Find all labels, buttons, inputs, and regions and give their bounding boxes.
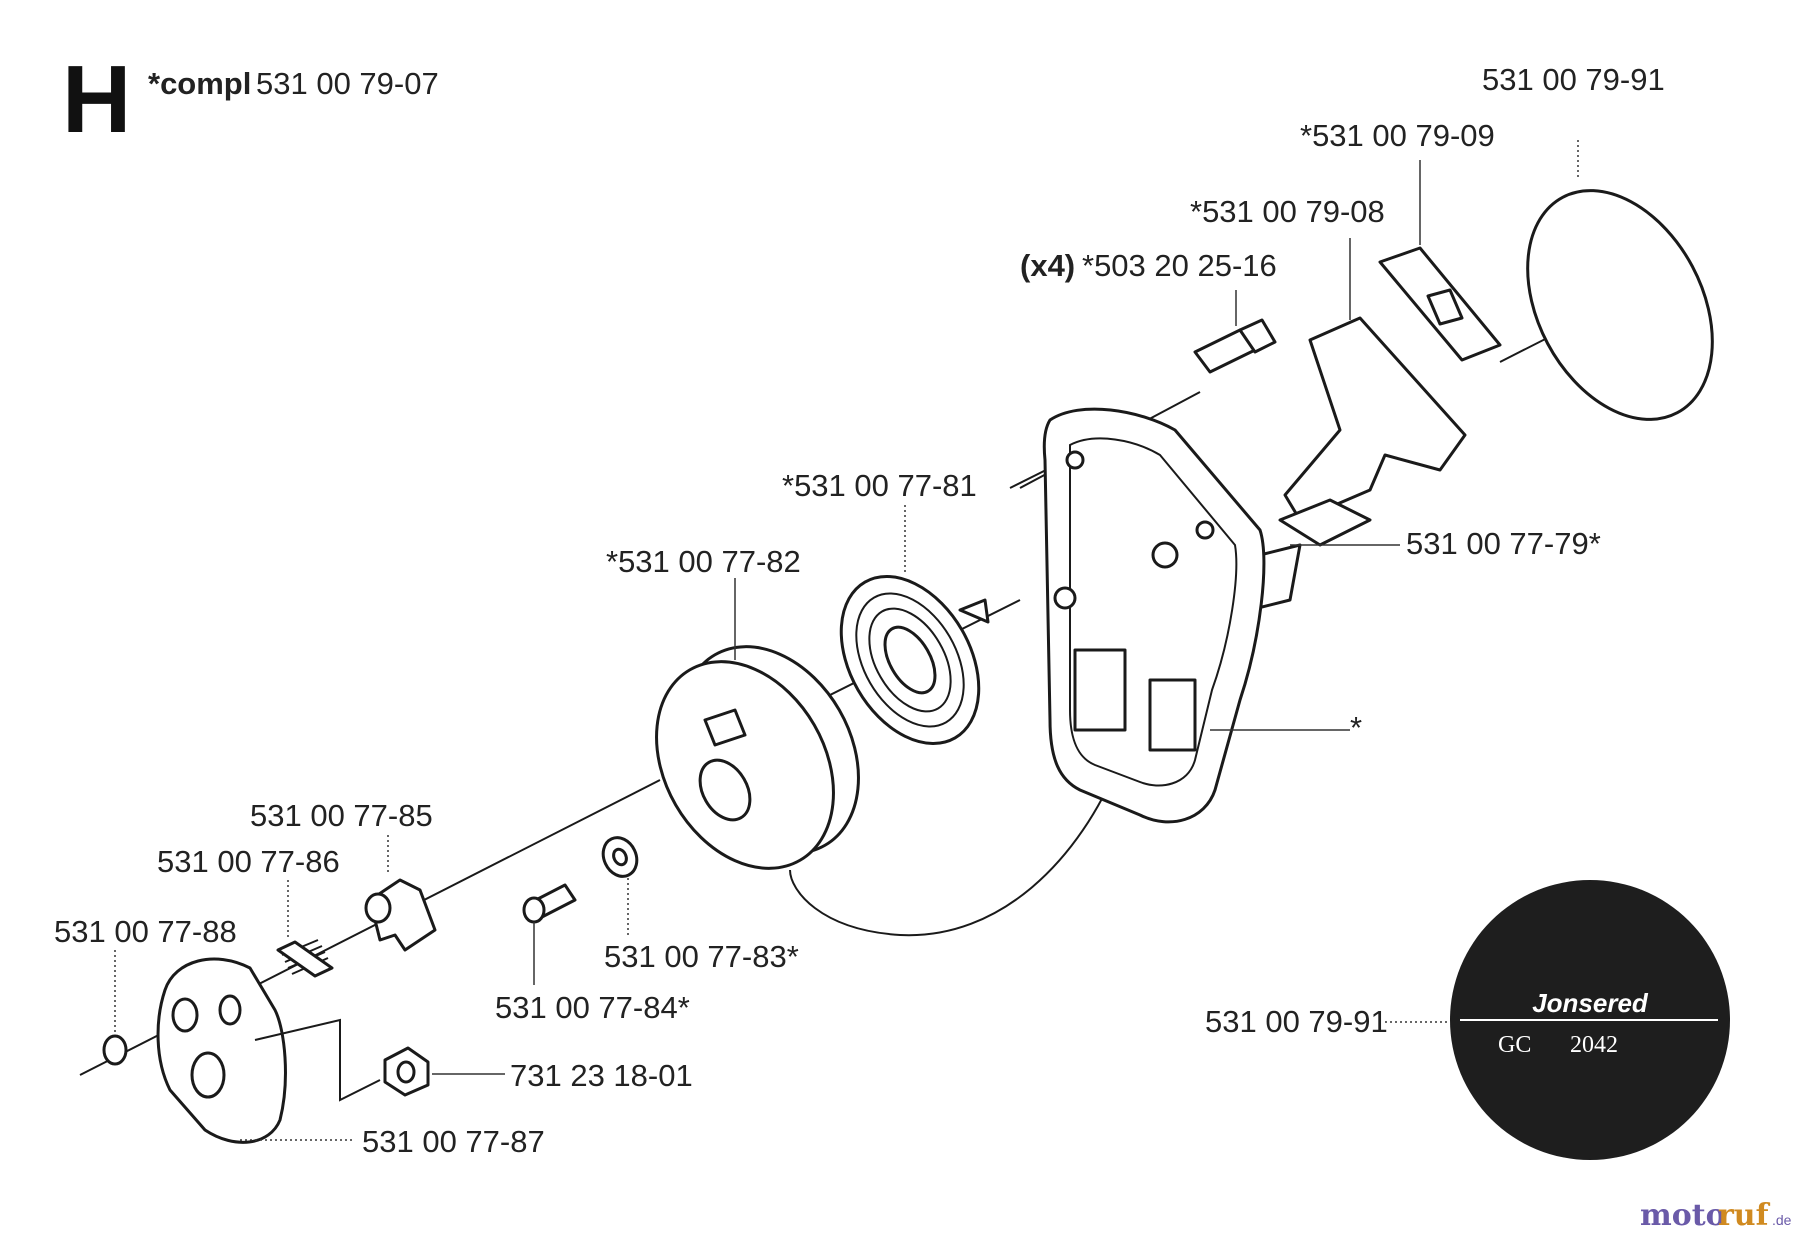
watermark-part1: moto bbox=[1640, 1198, 1726, 1233]
label-spring: *531 00 77-81 bbox=[782, 468, 977, 503]
motoruf-watermark: moto ruf .de bbox=[1640, 1198, 1792, 1233]
decal-model-prefix: GC bbox=[1498, 1032, 1531, 1058]
label-pulley: *531 00 77-82 bbox=[606, 544, 801, 579]
watermark-suffix: .de bbox=[1772, 1212, 1792, 1228]
decal-model-number: 2042 bbox=[1570, 1032, 1618, 1058]
pawl-part bbox=[364, 835, 437, 952]
section-letter: H bbox=[62, 46, 131, 153]
label-flange: 531 00 77-87 bbox=[362, 1124, 545, 1159]
pulley-part bbox=[655, 578, 860, 870]
label-rope: 531 00 77-79* bbox=[1406, 526, 1601, 561]
label-screw: *503 20 25-16 bbox=[1082, 248, 1277, 283]
handle-insert-part bbox=[1378, 160, 1502, 362]
starter-housing-part bbox=[1042, 407, 1350, 824]
flange-part bbox=[156, 957, 381, 1144]
housing-screw-part bbox=[1193, 290, 1277, 374]
pawl-spring-part bbox=[276, 880, 334, 978]
label-small-washer: 531 00 77-88 bbox=[54, 914, 237, 949]
label-center-screw: 531 00 77-84* bbox=[495, 990, 690, 1025]
label-pawl-spring: 531 00 77-86 bbox=[157, 844, 340, 879]
label-screw-qty: (x4) bbox=[1020, 248, 1075, 283]
label-handle-insert: *531 00 79-09 bbox=[1300, 118, 1495, 153]
label-washer: 531 00 77-83* bbox=[604, 939, 799, 974]
cover-ring-part bbox=[1526, 140, 1714, 421]
label-handle: *531 00 79-08 bbox=[1190, 194, 1385, 229]
handle-part bbox=[1278, 238, 1467, 547]
label-cover-ring: 531 00 79-91 bbox=[1482, 62, 1665, 97]
small-washer-part bbox=[102, 950, 128, 1066]
nut-part bbox=[383, 1046, 505, 1097]
compl-number: 531 00 79-07 bbox=[256, 66, 439, 101]
recoil-spring-part bbox=[839, 505, 990, 746]
washer-part bbox=[601, 836, 639, 935]
label-nut: 731 23 18-01 bbox=[510, 1058, 693, 1093]
label-pawl: 531 00 77-85 bbox=[250, 798, 433, 833]
decal-brand-logo: Jonsered bbox=[1532, 988, 1649, 1018]
jonsered-decal: Jonsered GC 2042 bbox=[1385, 880, 1730, 1160]
watermark-part2: ruf bbox=[1718, 1198, 1771, 1233]
label-housing: * bbox=[1350, 710, 1362, 745]
compl-prefix: *compl bbox=[148, 66, 251, 101]
center-screw-part bbox=[522, 883, 577, 985]
label-decal: 531 00 79-91 bbox=[1205, 1004, 1388, 1039]
